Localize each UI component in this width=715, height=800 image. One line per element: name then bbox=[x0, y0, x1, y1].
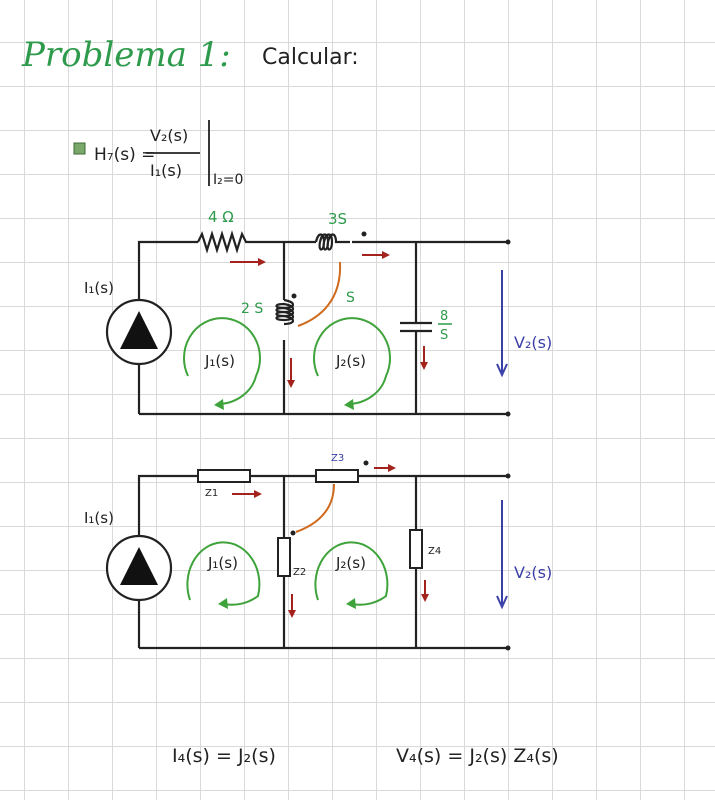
c2-loop-2 bbox=[314, 541, 389, 606]
c1-dot-shunt bbox=[291, 293, 297, 299]
c2-loop-1 bbox=[186, 541, 261, 606]
c2-z2-impedance bbox=[277, 537, 291, 577]
circuit-2: I₁(s) Z1 Z3 Z2 Z4 J₁(s) J bbox=[84, 453, 552, 651]
c1-loop-2-label: J₂(s) bbox=[335, 352, 366, 370]
c2-voltage-arrowhead-icon bbox=[496, 595, 508, 610]
c1-current-arrowhead-4-icon bbox=[420, 362, 428, 370]
c1-mutual-coupling bbox=[297, 261, 342, 327]
c2-loop-1-label: J₁(s) bbox=[207, 554, 238, 572]
c2-current-arrowhead-1-icon bbox=[254, 490, 262, 498]
c1-loop-2-arrowhead-icon bbox=[344, 399, 354, 410]
c1-dot-series bbox=[361, 231, 367, 237]
c2-terminal-bottom bbox=[505, 645, 511, 651]
c1-cap-label-num: 8 bbox=[440, 309, 448, 324]
c1-source-label: I₁(s) bbox=[84, 279, 114, 297]
c2-terminal-top bbox=[505, 473, 511, 479]
c1-output-voltage-label: V₂(s) bbox=[514, 333, 552, 352]
c2-z4-impedance bbox=[409, 529, 423, 569]
c1-loop-1 bbox=[183, 317, 261, 405]
c1-terminal-top bbox=[505, 239, 511, 245]
c2-loop-2-label: J₂(s) bbox=[335, 554, 366, 572]
c2-mutual-coupling bbox=[295, 483, 335, 533]
c1-loop-1-label: J₁(s) bbox=[204, 352, 235, 370]
c2-z3-label: Z3 bbox=[331, 453, 344, 464]
c1-loop-1-arrowhead-icon bbox=[214, 399, 224, 410]
c1-current-arrowhead-3-icon bbox=[287, 380, 295, 388]
c2-source-arrow-icon bbox=[120, 547, 158, 585]
formula-numerator: V₂(s) bbox=[150, 126, 188, 145]
c2-z4-label: Z4 bbox=[428, 546, 441, 557]
c1-series-inductor bbox=[314, 233, 350, 251]
c1-source-arrow-icon bbox=[120, 311, 158, 349]
c1-voltage-arrowhead-icon bbox=[496, 363, 508, 378]
circuit-1: I₁(s) 4 Ω 3S 2 S S 8 S bbox=[84, 208, 552, 417]
c2-current-arrowhead-2-icon bbox=[388, 464, 396, 472]
c2-source-label: I₁(s) bbox=[84, 509, 114, 527]
equation-right: V₄(s) = J₂(s) Z₄(s) bbox=[396, 745, 559, 767]
bullet-icon bbox=[73, 142, 86, 155]
c1-shunt-inductor bbox=[275, 298, 295, 326]
equation-left: I₄(s) = J₂(s) bbox=[172, 745, 276, 767]
c2-current-arrowhead-3-icon bbox=[288, 610, 296, 618]
formula-lhs: H₇(s) = bbox=[94, 145, 155, 165]
c2-loop-2-arrowhead-icon bbox=[346, 598, 356, 609]
problem-title: Problema 1: bbox=[21, 35, 231, 75]
formula-denominator: I₁(s) bbox=[150, 161, 182, 180]
c1-cap-label-den: S bbox=[440, 328, 448, 343]
c2-output-voltage-label: V₂(s) bbox=[514, 563, 552, 582]
c2-loop-1-arrowhead-icon bbox=[218, 598, 228, 609]
c1-current-arrowhead-2-icon bbox=[382, 251, 390, 259]
c2-current-arrowhead-4-icon bbox=[421, 594, 429, 602]
c2-z3-impedance bbox=[315, 469, 359, 483]
c1-resistor-label: 4 Ω bbox=[208, 208, 234, 226]
c1-series-inductor-label: 3S bbox=[328, 210, 347, 228]
c2-left-top-wire bbox=[137, 474, 198, 538]
c1-current-arrowhead-1-icon bbox=[258, 258, 266, 266]
c2-dot-z3 bbox=[363, 460, 369, 466]
c1-terminal-bottom bbox=[505, 411, 511, 417]
formula-condition: I₂=0 bbox=[213, 172, 243, 188]
c1-shunt-inductor-label: 2 S bbox=[241, 301, 263, 317]
c1-loop-2 bbox=[313, 317, 391, 405]
c2-dot-z2 bbox=[290, 530, 296, 536]
c1-mutual-label: S bbox=[346, 290, 355, 306]
c1-resistor bbox=[197, 230, 248, 254]
c2-z1-impedance bbox=[197, 469, 251, 483]
c2-z2-label: Z2 bbox=[293, 567, 306, 578]
problem-subtitle: Calcular: bbox=[262, 45, 359, 70]
c2-z1-label: Z1 bbox=[205, 488, 218, 499]
